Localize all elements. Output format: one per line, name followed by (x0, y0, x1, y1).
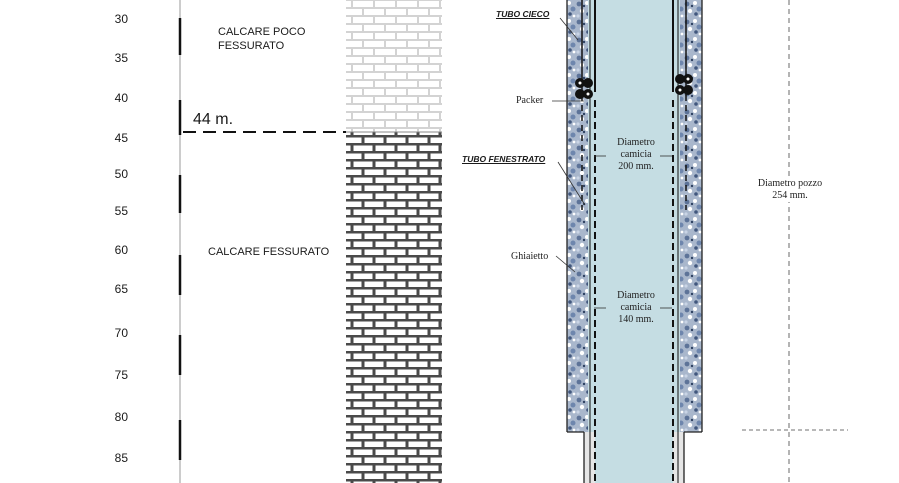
layer-upper-label: CALCARE POCO FESSURATO (218, 26, 306, 52)
borehole-walls (566, 0, 703, 483)
depth-label-45: 45 (114, 131, 128, 145)
ghiaietto-label: Ghiaietto (511, 251, 549, 262)
depth-label-40: 40 (114, 91, 128, 105)
depth-label-50: 50 (114, 167, 128, 181)
leader-lines (552, 17, 672, 309)
gravel-pack-left (567, 0, 588, 432)
layer-upper-rock (346, 0, 442, 132)
packer-label: Packer (516, 95, 544, 106)
camicia-200-label: Diametro camicia 200 mm. (617, 137, 655, 172)
depth-label-70: 70 (114, 326, 128, 340)
packer-left (575, 78, 593, 99)
casing-water (588, 0, 680, 483)
depth-label-75: 75 (114, 368, 128, 382)
depth-label-35: 35 (114, 51, 128, 65)
water-level-label: 44 m. (193, 111, 234, 128)
layer-lower-rock (346, 132, 442, 483)
depth-label-30: 30 (114, 12, 128, 26)
depth-label-80: 80 (114, 410, 128, 424)
camicia-140-label: Diametro camicia 140 mm. (617, 290, 655, 325)
tubo-fenestrato-label: TUBO FENESTRATO (462, 154, 546, 164)
packer-right (675, 74, 693, 95)
tubo-cieco-label: TUBO CIECO (496, 9, 550, 19)
depth-label-85: 85 (114, 451, 128, 465)
depth-label-65: 65 (114, 282, 128, 296)
depth-label-60: 60 (114, 243, 128, 257)
layer-lower-label: CALCARE FESSURATO (208, 246, 330, 258)
gravel-pack-right (680, 0, 702, 432)
pozzo-diameter-label: Diametro pozzo 254 mm. (741, 178, 839, 202)
depth-label-55: 55 (114, 204, 128, 218)
